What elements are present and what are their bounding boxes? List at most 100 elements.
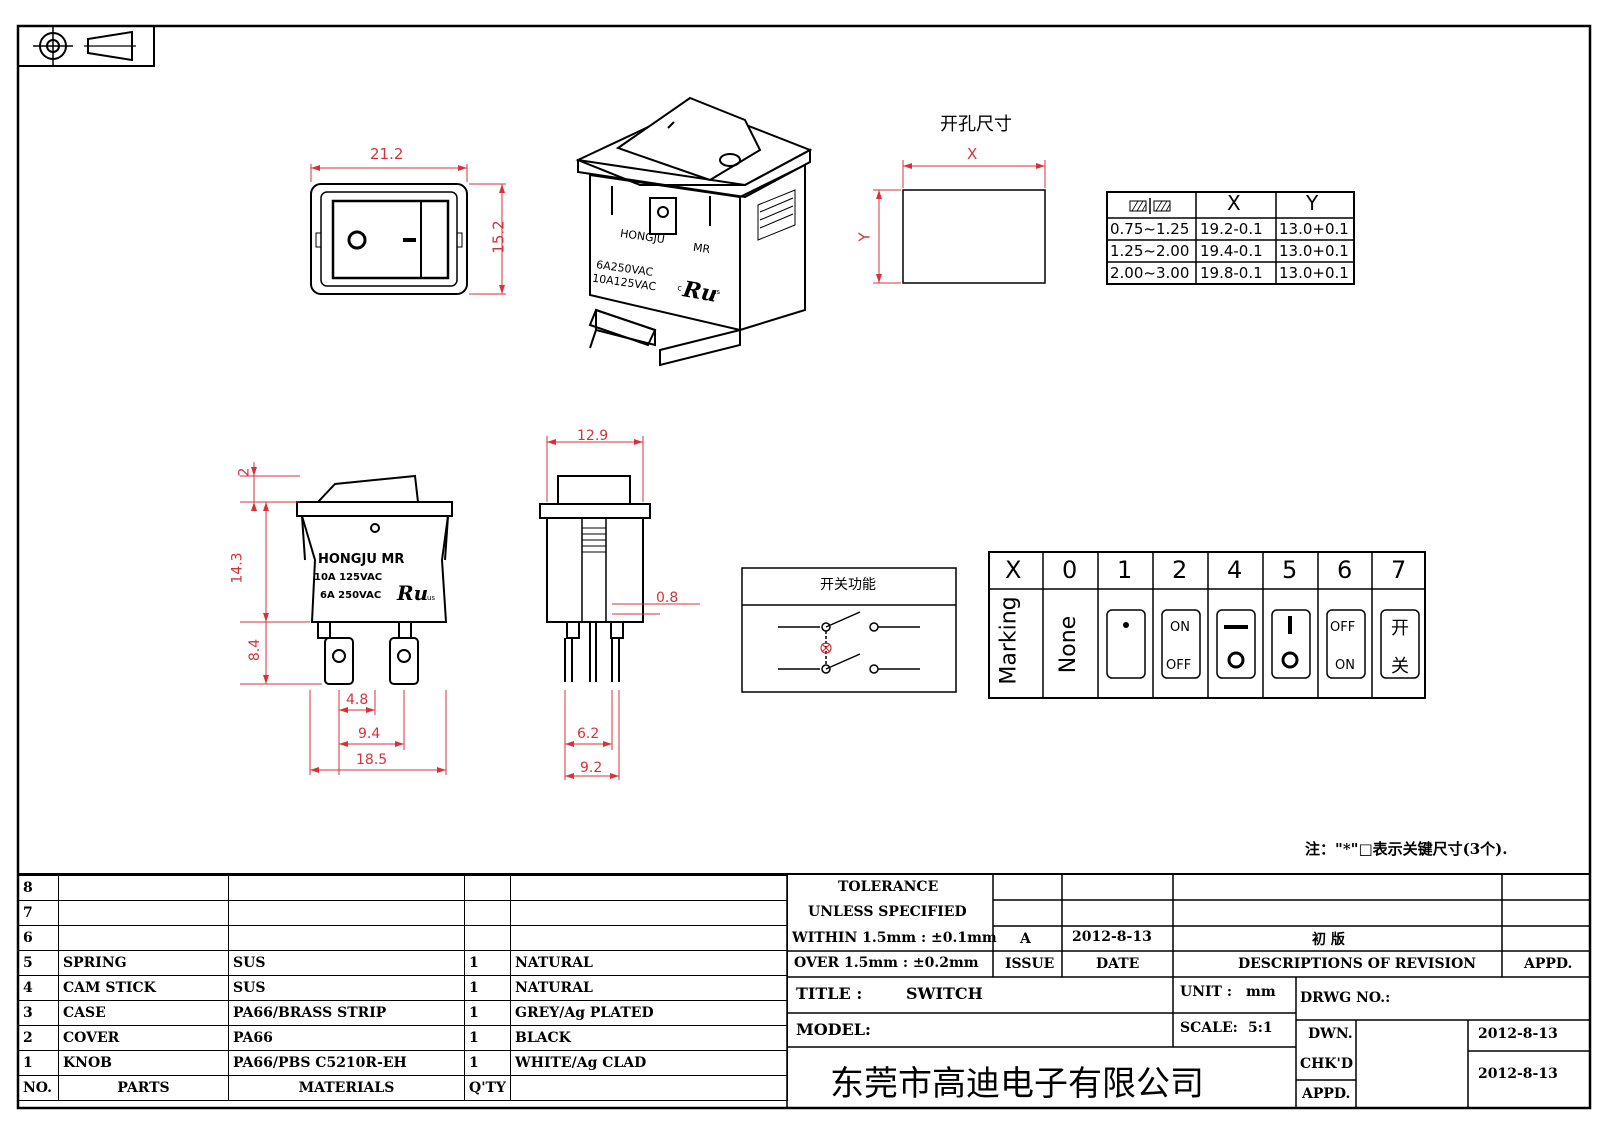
isometric-view	[575, 96, 813, 367]
side-view-front-cert-icon: Ru us	[396, 581, 435, 605]
dim-0-8: 0.8	[656, 590, 679, 606]
cutout-title: 开孔尺寸	[940, 114, 1012, 135]
bom-no: 7	[18, 900, 59, 926]
function-link-icon	[820, 642, 832, 654]
tol-line-1: TOLERANCE	[838, 879, 939, 895]
drawing-border	[16, 24, 1592, 1110]
bom-finish: NATURAL	[510, 975, 788, 1001]
side-rating-1: 10A 125VAC	[314, 572, 383, 583]
title-block-grid	[18, 873, 1590, 1108]
side-rating-2: 6A 250VAC	[320, 590, 382, 601]
bom-material: SUS	[228, 975, 465, 1001]
side-view-front	[296, 474, 453, 685]
bom-material	[228, 925, 465, 951]
bom-finish: BLACK	[510, 1025, 788, 1051]
chkd-label: CHK'D	[1300, 1056, 1353, 1072]
marking-cell2-on: ON	[1170, 620, 1190, 635]
marking-cell7-close: 关	[1391, 656, 1409, 677]
cutout-row-3-x: 19.8-0.1	[1200, 264, 1263, 282]
bom-finish	[510, 925, 788, 951]
bom-finish: WHITE/Ag CLAD	[510, 1050, 788, 1076]
marking-header-6: 6	[1337, 556, 1353, 584]
bom-material	[228, 900, 465, 926]
marking-cell6-off: OFF	[1330, 620, 1356, 635]
bom-material: PA66	[228, 1025, 465, 1051]
front-view	[310, 164, 506, 295]
bom-qty: 1	[464, 1025, 511, 1051]
dim-front-height: 15.2	[489, 220, 508, 254]
bom-finish: GREY/Ag PLATED	[510, 1000, 788, 1026]
iso-model: MR	[692, 240, 711, 257]
tol-line-3: WITHIN 1.5mm : ±0.1mm	[792, 930, 997, 946]
unit-label: UNIT :	[1180, 984, 1233, 1000]
bom-row: 6	[18, 925, 788, 951]
dwn-date: 2012-8-13	[1478, 1026, 1558, 1042]
dim-6-2: 6.2	[577, 726, 600, 742]
marking-cell6-on: ON	[1335, 658, 1355, 673]
side-view-profile-dim-arrows	[547, 439, 643, 779]
cutout-row-2-y: 13.0+0.1	[1279, 242, 1349, 260]
bom-no: 4	[18, 975, 59, 1001]
appd2-label: APPD.	[1302, 1086, 1351, 1102]
bom-finish	[510, 875, 788, 901]
bom-material: PA66/BRASS STRIP	[228, 1000, 465, 1026]
cutout-row-1-range: 0.75~1.25	[1110, 220, 1190, 238]
bom-row: 7	[18, 900, 788, 926]
issue-label: ISSUE	[1005, 956, 1055, 972]
off-circle-icon-2	[1281, 651, 1299, 669]
cutout-table	[1106, 191, 1355, 285]
marking-header-7: 7	[1391, 556, 1407, 584]
bom-material: SUS	[228, 950, 465, 976]
bom-header-no: NO.	[18, 1075, 59, 1101]
marking-table	[988, 551, 1426, 699]
marking-symbols	[1123, 616, 1299, 669]
cutout-row-3-range: 2.00~3.00	[1110, 264, 1190, 282]
date-value: 2012-8-13	[1072, 929, 1152, 945]
bom-part: CAM STICK	[58, 975, 229, 1001]
dim-front-width: 21.2	[370, 145, 404, 163]
marking-header-0: 0	[1062, 556, 1078, 584]
marking-row-label-none: None	[1056, 615, 1082, 674]
marking-header-4: 4	[1227, 556, 1243, 584]
bom-no: 2	[18, 1025, 59, 1051]
revision-desc: 初 版	[1312, 932, 1345, 948]
side-brand: HONGJU MR	[318, 552, 405, 567]
bom-part	[58, 875, 229, 901]
company-name: 东莞市高迪电子有限公司	[830, 1064, 1204, 1104]
dim-8-4: 8.4	[247, 638, 264, 662]
svg-text:Ru: Ru	[396, 581, 428, 605]
bom-no: 5	[18, 950, 59, 976]
svg-text:Ru: Ru	[680, 276, 719, 308]
unit-value: mm	[1246, 984, 1276, 1000]
marking-header-5: 5	[1282, 556, 1298, 584]
cutout-row-2-range: 1.25~2.00	[1110, 242, 1190, 260]
dim-2: 2	[236, 467, 253, 477]
scale-label: SCALE:	[1180, 1020, 1238, 1036]
chkd-date: 2012-8-13	[1478, 1066, 1558, 1082]
bom-part	[58, 925, 229, 951]
bom-no: 6	[18, 925, 59, 951]
bom-header-qty: Q'TY	[464, 1075, 511, 1101]
bom-header-material: MATERIALS	[228, 1075, 465, 1101]
bom-part: KNOB	[58, 1050, 229, 1076]
title-value: SWITCH	[906, 984, 983, 1003]
side-view-front-dims	[240, 462, 447, 775]
off-circle-icon	[1227, 651, 1245, 669]
dim-4-8: 4.8	[346, 692, 369, 708]
cutout-row-2-x: 19.4-0.1	[1200, 242, 1263, 260]
drawing-number-label: DRWG NO.:	[1300, 990, 1391, 1006]
cutout-table-header-x: X	[1227, 191, 1241, 215]
bom-qty: 1	[464, 950, 511, 976]
dot-icon	[1123, 622, 1129, 628]
bom-header-row: NO. PARTS MATERIALS Q'TY	[18, 1075, 788, 1101]
tol-line-2: UNLESS SPECIFIED	[808, 904, 967, 920]
side-view-profile-dims	[546, 436, 700, 780]
marking-header-2: 2	[1172, 556, 1188, 584]
function-title: 开关功能	[820, 577, 876, 593]
bom-qty: 1	[464, 1050, 511, 1076]
bom-qty	[464, 875, 511, 901]
model-label: MODEL:	[796, 1020, 871, 1039]
